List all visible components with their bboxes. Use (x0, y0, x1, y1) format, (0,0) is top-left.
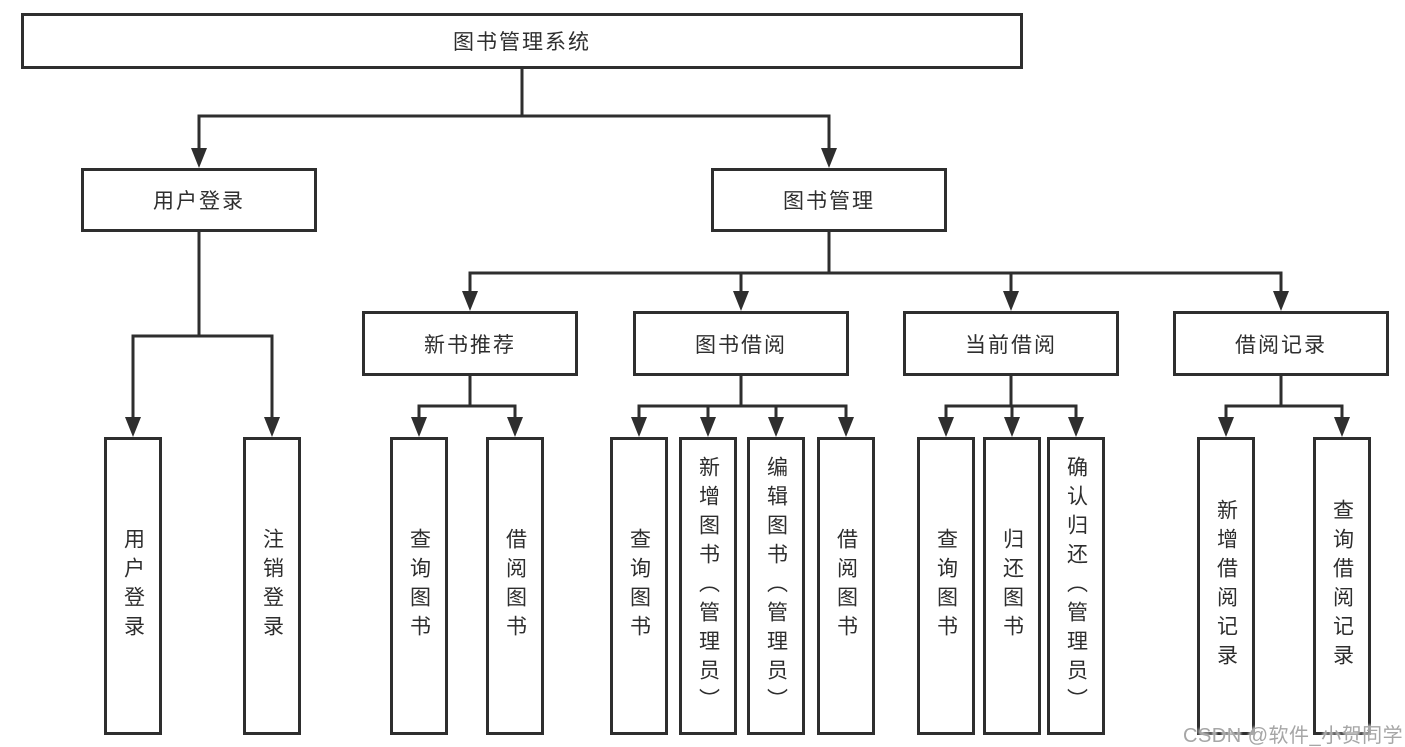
arrowhead (507, 417, 523, 437)
node-user-login: 用户登录 (81, 168, 317, 232)
node-library-management-system: 图书管理系统 (21, 13, 1023, 69)
arrowhead (821, 148, 837, 168)
node-borrow-records: 借阅记录 (1173, 311, 1389, 376)
arrowhead (462, 291, 478, 311)
node-label: 借阅记录 (1235, 333, 1327, 357)
leaf-borrow-borrow-books: 借阅图书 (817, 437, 875, 735)
leaf-records-add-borrow-record: 新增借阅记录 (1197, 437, 1255, 735)
arrowhead (1068, 417, 1084, 437)
arrowhead (1004, 417, 1020, 437)
node-book-management: 图书管理 (711, 168, 947, 232)
arrowhead (938, 417, 954, 437)
leaf-label: 新增借阅记录 (1214, 499, 1238, 673)
leaf-records-query-borrow-record: 查询借阅记录 (1313, 437, 1371, 735)
leaf-label: 用户登录 (121, 528, 145, 644)
leaf-current-confirm-return-admin: 确认归还（管理员） (1047, 437, 1105, 735)
leaf-current-return-books: 归还图书 (983, 437, 1041, 735)
arrowhead (1218, 417, 1234, 437)
arrowhead (1273, 291, 1289, 311)
arrowhead (1003, 291, 1019, 311)
connector-path (131, 69, 1344, 421)
node-label: 图书借阅 (695, 333, 787, 357)
leaf-borrow-add-books-admin: 新增图书（管理员） (679, 437, 737, 735)
leaf-label: 查询图书 (934, 528, 958, 644)
leaf-label: 确认归还（管理员） (1064, 455, 1088, 717)
arrowhead (733, 291, 749, 311)
leaf-label: 查询图书 (627, 528, 651, 644)
leaf-logout: 注销登录 (243, 437, 301, 735)
leaf-borrow-query-books: 查询图书 (610, 437, 668, 735)
node-current-borrow: 当前借阅 (903, 311, 1119, 376)
leaf-label: 编辑图书（管理员） (764, 455, 788, 717)
leaf-label: 借阅图书 (834, 528, 858, 644)
leaf-label: 查询借阅记录 (1330, 499, 1354, 673)
arrowhead (631, 417, 647, 437)
arrowhead (700, 417, 716, 437)
node-label: 当前借阅 (965, 333, 1057, 357)
arrowhead (838, 417, 854, 437)
leaf-label: 借阅图书 (503, 528, 527, 644)
arrowhead (191, 148, 207, 168)
arrowhead (264, 417, 280, 437)
node-label: 用户登录 (153, 190, 245, 213)
node-label: 图书管理 (783, 190, 875, 213)
watermark: CSDN @软件_小贺同学 (1183, 725, 1404, 747)
node-book-borrow: 图书借阅 (633, 311, 849, 376)
leaf-current-query-books: 查询图书 (917, 437, 975, 735)
leaf-label: 注销登录 (260, 528, 284, 644)
arrowhead (411, 417, 427, 437)
leaf-user-login: 用户登录 (104, 437, 162, 735)
arrowhead (768, 417, 784, 437)
arrowhead (1334, 417, 1350, 437)
leaf-new-book-query-books: 查询图书 (390, 437, 448, 735)
leaf-borrow-edit-books-admin: 编辑图书（管理员） (747, 437, 805, 735)
leaf-label: 归还图书 (1000, 528, 1024, 644)
leaf-new-book-borrow-books: 借阅图书 (486, 437, 544, 735)
node-label: 新书推荐 (424, 333, 516, 357)
leaf-label: 查询图书 (407, 528, 431, 644)
node-new-book-recommend: 新书推荐 (362, 311, 578, 376)
arrowhead (125, 417, 141, 437)
node-label: 图书管理系统 (453, 31, 591, 54)
leaf-label: 新增图书（管理员） (696, 455, 720, 717)
